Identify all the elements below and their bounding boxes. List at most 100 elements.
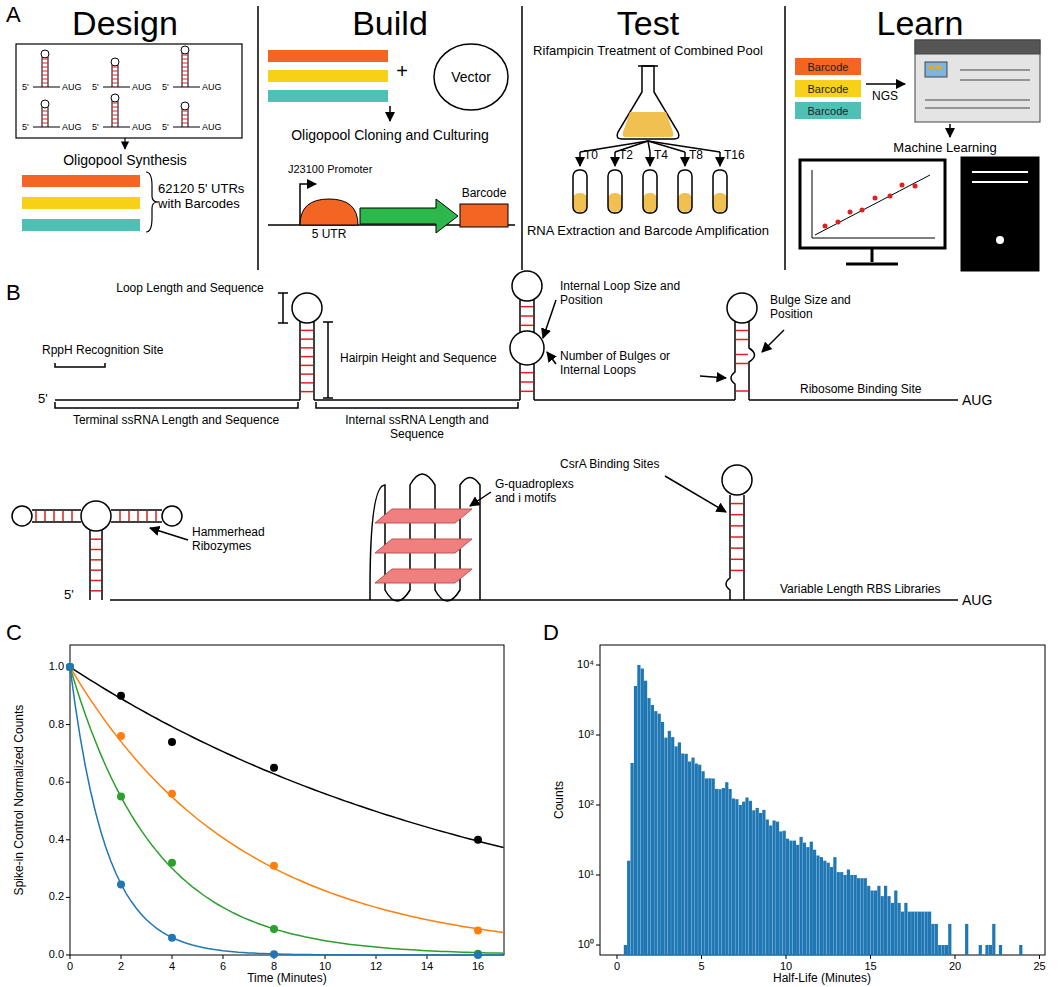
chart-data bbox=[66, 839, 70, 840]
text-label: 25 bbox=[1033, 960, 1045, 973]
chart-data bbox=[1039, 955, 1040, 959]
chart-data bbox=[908, 912, 911, 955]
text-label: 10¹ bbox=[578, 868, 594, 881]
text-label: 15 bbox=[864, 960, 876, 973]
test-tubes bbox=[713, 170, 727, 213]
mini-hairpins bbox=[188, 53, 189, 87]
text-label: Machine Learning bbox=[893, 141, 996, 156]
computer-icon bbox=[836, 220, 841, 225]
chart-data bbox=[168, 790, 176, 798]
text-label: D bbox=[543, 620, 559, 645]
text-label: 10 bbox=[319, 960, 331, 973]
sequencer-icon bbox=[960, 70, 1030, 71]
computer-icon bbox=[815, 175, 930, 235]
build-construct bbox=[360, 199, 458, 233]
test-tubes bbox=[573, 170, 587, 213]
chart-data bbox=[474, 836, 482, 844]
base-pairs bbox=[128, 511, 130, 521]
computer-icon bbox=[900, 183, 905, 188]
base-pairs bbox=[42, 67, 48, 68]
chart-data bbox=[844, 875, 847, 955]
mini-hairpins bbox=[181, 102, 189, 110]
mini-hairpins bbox=[173, 87, 200, 88]
text-label: AUG bbox=[962, 592, 992, 608]
chart-data bbox=[702, 771, 705, 955]
computer-icon bbox=[860, 208, 865, 213]
chart-data bbox=[810, 842, 813, 955]
chart-data bbox=[921, 912, 924, 955]
chart-data bbox=[816, 856, 819, 956]
text-label: 20 bbox=[949, 960, 961, 973]
chart-data bbox=[66, 782, 70, 783]
text-label: Spike-in Control Normalized Counts bbox=[13, 705, 27, 896]
base-pairs bbox=[112, 115, 118, 116]
rna-structures bbox=[375, 509, 472, 583]
sequencer-icon bbox=[915, 40, 1040, 122]
text-label: CsrA Binding Sites bbox=[560, 458, 659, 472]
base-pairs bbox=[91, 559, 101, 561]
barcode-box: Barcode bbox=[795, 80, 861, 97]
chart-data bbox=[837, 872, 840, 955]
rna-structures bbox=[722, 465, 752, 495]
text-label: AUG bbox=[62, 82, 82, 92]
text-label: 5' bbox=[162, 122, 169, 132]
test-flask bbox=[617, 66, 679, 139]
chart-data bbox=[617, 955, 618, 959]
rna-structures bbox=[533, 300, 535, 332]
chart-data bbox=[70, 667, 504, 955]
text-label: 2 bbox=[118, 960, 124, 973]
oligo-bars bbox=[22, 197, 140, 209]
chart-data bbox=[898, 903, 901, 955]
base-pairs bbox=[182, 75, 188, 76]
rna-structures bbox=[316, 402, 518, 408]
base-pairs bbox=[146, 511, 148, 521]
base-pairs bbox=[155, 511, 157, 521]
chart-data bbox=[840, 872, 843, 955]
node-shape bbox=[300, 199, 358, 225]
panel-separator bbox=[784, 6, 786, 270]
chart-data bbox=[698, 765, 701, 955]
text-label: T8 bbox=[689, 149, 703, 163]
chart-data bbox=[800, 837, 803, 955]
rna-structures bbox=[323, 322, 333, 398]
test-tubes bbox=[643, 193, 657, 212]
node-text: Vector bbox=[451, 69, 491, 85]
test-tubes bbox=[678, 193, 692, 212]
chart-data bbox=[1019, 945, 1022, 955]
computer-icon bbox=[823, 224, 828, 229]
text-label: T0 bbox=[584, 149, 598, 163]
base-pairs bbox=[62, 511, 64, 521]
chart-data bbox=[877, 886, 880, 955]
text-label: A bbox=[6, 2, 21, 27]
text-label: C bbox=[6, 620, 22, 645]
chart-data bbox=[833, 857, 836, 955]
base-pairs bbox=[182, 67, 188, 68]
test-tubes bbox=[608, 170, 622, 213]
rna-structures bbox=[510, 331, 544, 365]
base-pairs bbox=[119, 511, 121, 521]
rna-structures bbox=[762, 330, 784, 352]
chart-data bbox=[658, 714, 661, 955]
panel-separator bbox=[257, 6, 259, 270]
rna-structures bbox=[110, 599, 958, 601]
base-pairs bbox=[91, 538, 101, 540]
oligo-bars bbox=[268, 50, 388, 62]
text-label: + bbox=[396, 60, 408, 83]
vector-circle: Vector bbox=[432, 42, 510, 112]
text-label: Test bbox=[617, 4, 679, 43]
base-pairs bbox=[112, 107, 118, 108]
rna-structures bbox=[743, 495, 745, 600]
chart-data bbox=[66, 663, 74, 671]
chart-data bbox=[854, 875, 857, 955]
computer-icon bbox=[846, 263, 898, 266]
base-pairs bbox=[112, 79, 118, 80]
text-label: 5' bbox=[162, 82, 169, 92]
text-label: Loop Length and Sequence bbox=[116, 282, 263, 296]
chart-data bbox=[70, 667, 504, 953]
text-label: 0 bbox=[67, 960, 73, 973]
rna-structures bbox=[519, 300, 521, 332]
node-shape bbox=[434, 44, 508, 110]
text-label: AUG bbox=[962, 392, 992, 408]
rna-structures bbox=[375, 539, 472, 553]
chart-data bbox=[117, 732, 125, 740]
